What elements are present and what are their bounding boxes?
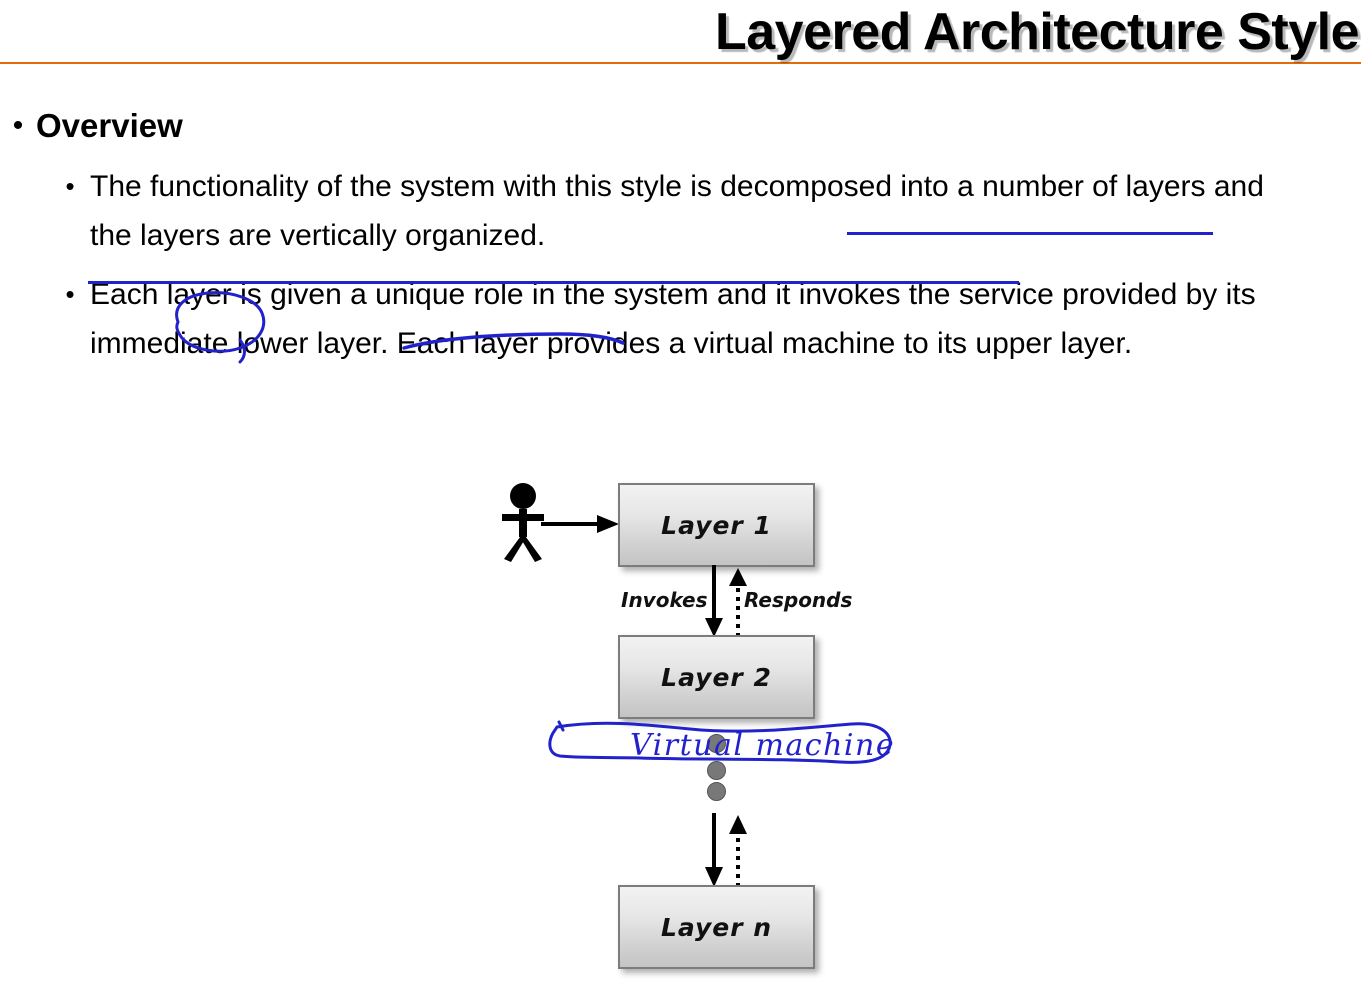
flow-label-responds: Responds xyxy=(744,588,853,612)
sub-bullet-item-1: • The functionality of the system with t… xyxy=(0,162,1340,260)
page-title: Layered Architecture Style xyxy=(714,3,1360,61)
ink-loop-tick xyxy=(557,720,565,732)
ellipsis-dot xyxy=(707,761,726,780)
actor-stick-figure-icon xyxy=(502,483,544,562)
layer-box-2-label: Layer 2 xyxy=(661,662,772,692)
slide-title-bar: Layered Architecture Style xyxy=(0,0,1361,70)
ink-loop-virtual-machine xyxy=(548,721,892,764)
sub-bullet-text-1: The functionality of the system with thi… xyxy=(90,170,1264,252)
ellipsis-dot xyxy=(707,734,726,753)
layer1-layer2-connectors xyxy=(705,565,747,637)
bullet-glyph: • xyxy=(65,171,75,201)
title-divider-rule xyxy=(0,62,1361,64)
bullet-glyph: • xyxy=(65,279,75,309)
ellipsis-dot xyxy=(707,782,726,801)
ink-text-virtual-machine: Virtual machine xyxy=(630,728,895,763)
layer-box-1-label: Layer 1 xyxy=(661,510,772,540)
slide-body: • Overview • The functionality of the sy… xyxy=(0,104,1340,378)
sub-bullet-text-2: Each layer is given a unique role in the… xyxy=(90,278,1256,360)
layer-box-n: Layer n xyxy=(618,885,815,969)
layer-box-n-label: Layer n xyxy=(660,912,773,942)
bullet-item-overview: • Overview xyxy=(0,104,1340,148)
layer-box-1: Layer 1 xyxy=(618,483,815,567)
bullet-label-overview: Overview xyxy=(36,107,183,144)
layern-connectors xyxy=(705,813,747,887)
actor-to-layer1-arrow xyxy=(541,515,619,533)
sub-bullet-item-2: • Each layer is given a unique role in t… xyxy=(0,270,1340,368)
layer-box-2: Layer 2 xyxy=(618,635,815,719)
flow-label-invokes: Invokes xyxy=(621,588,708,612)
bullet-glyph: • xyxy=(12,109,24,142)
